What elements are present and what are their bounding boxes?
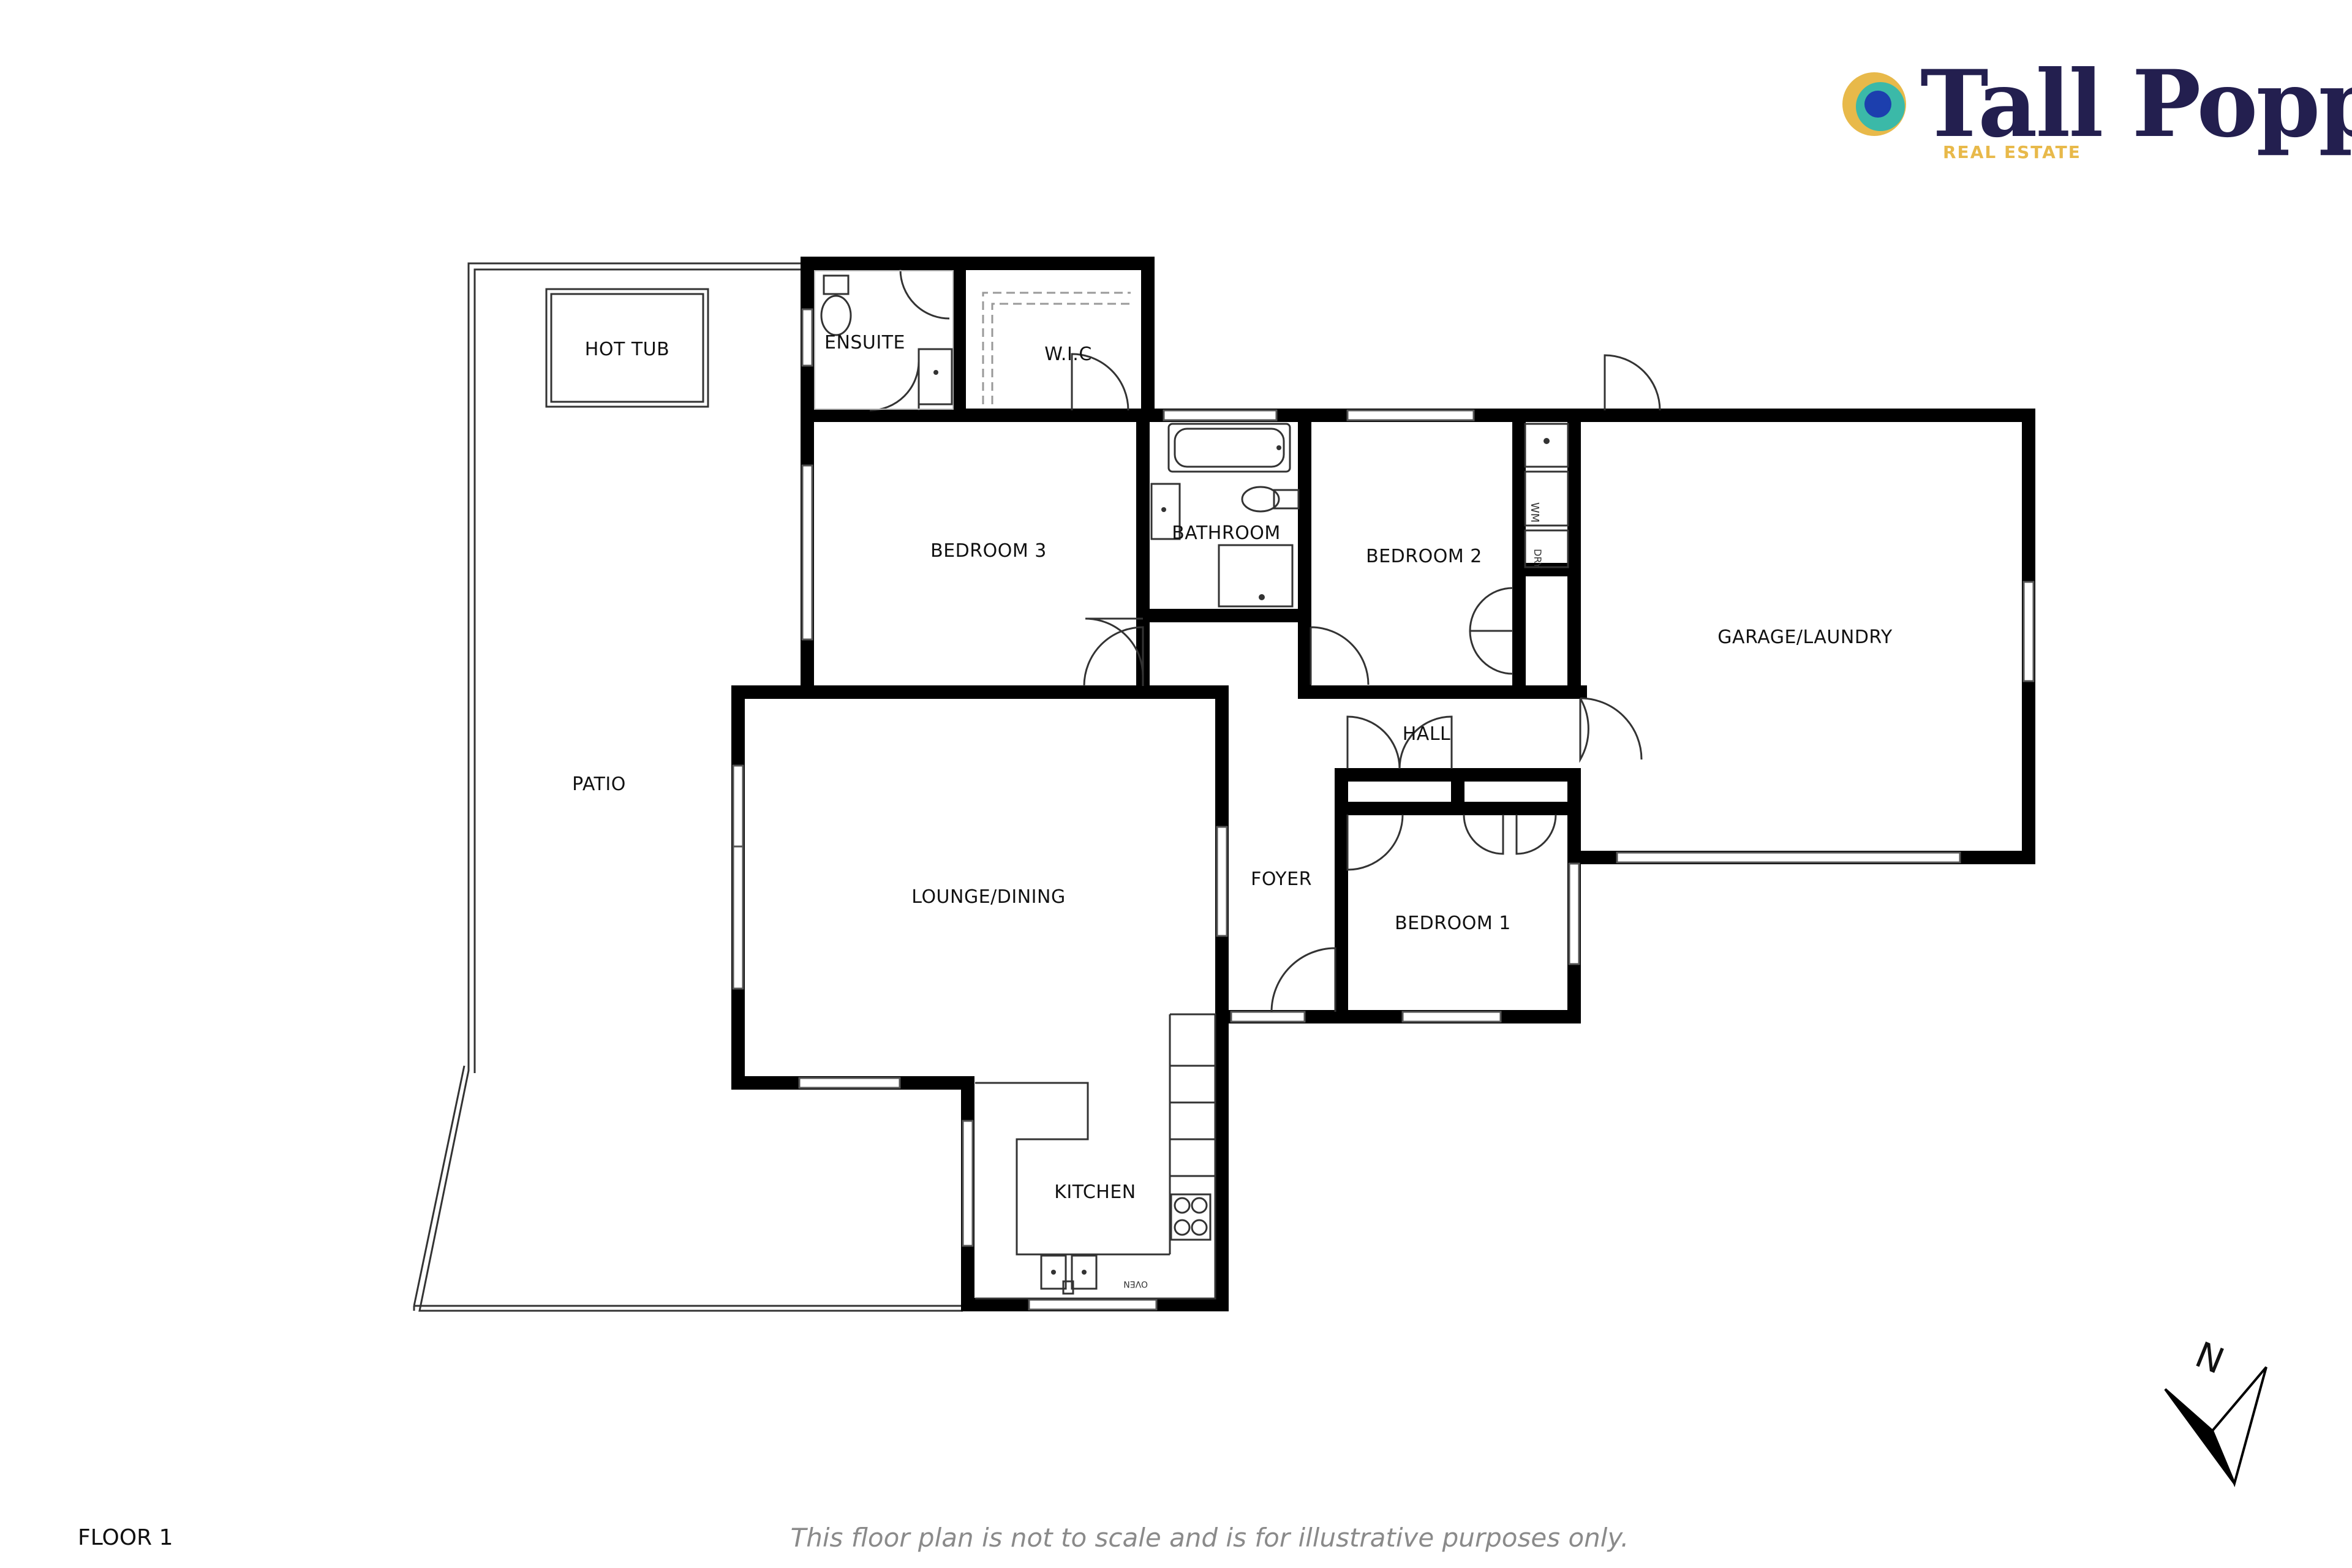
bathroom-toilet-icon bbox=[1241, 486, 1300, 513]
dryer-label: DRY bbox=[1532, 549, 1544, 568]
room-label-ensuite: ENSUITE bbox=[824, 332, 905, 353]
wic-shelving bbox=[982, 292, 1131, 404]
shower-icon bbox=[1218, 544, 1294, 608]
room-label-hot-tub: HOT TUB bbox=[585, 339, 669, 360]
kitchen-benches bbox=[975, 1013, 1216, 1300]
room-label-bedroom-1: BEDROOM 1 bbox=[1395, 913, 1511, 934]
bathtub-icon bbox=[1167, 423, 1291, 473]
washing-machine-icon: WM bbox=[1524, 470, 1569, 527]
floor-label: FLOOR 1 bbox=[78, 1525, 173, 1550]
compass-north-icon: N bbox=[2164, 1333, 2267, 1488]
room-label-kitchen: KITCHEN bbox=[1054, 1182, 1136, 1203]
logo-center-icon bbox=[1864, 91, 1891, 118]
room-label-bedroom-3: BEDROOM 3 bbox=[930, 540, 1047, 562]
room-label-hall: HALL bbox=[1403, 723, 1451, 745]
patio-area bbox=[413, 262, 963, 1312]
room-label-bathroom: BATHROOM bbox=[1172, 522, 1281, 544]
room-label-lounge-dining: LOUNGE/DINING bbox=[911, 886, 1065, 908]
laundry-tub-icon bbox=[1524, 423, 1569, 468]
room-labels: HOT TUB ENSUITE W.I.C BEDROOM 3 BATHROOM… bbox=[572, 332, 1893, 1203]
hot-tub bbox=[545, 288, 709, 408]
windows bbox=[732, 308, 2035, 1311]
kitchen-sink-icon bbox=[1040, 1254, 1098, 1295]
doors bbox=[869, 269, 1661, 1012]
cooktop-icon bbox=[1170, 1193, 1212, 1241]
fixtures: WM DRY bbox=[814, 270, 1569, 1300]
compass-label: N bbox=[2190, 1333, 2230, 1382]
ensuite-tiles bbox=[814, 270, 954, 410]
brand-logo: Tall Poppy REAL ESTATE bbox=[1842, 50, 2352, 162]
logo-wordmark: Tall Poppy bbox=[1920, 50, 2352, 158]
oven-label-icon: OVEN bbox=[1123, 1279, 1148, 1289]
dryer-icon: DRY bbox=[1524, 529, 1569, 568]
room-label-foyer: FOYER bbox=[1251, 869, 1312, 890]
ensuite-vanity-icon bbox=[918, 348, 953, 405]
washer-label: WM bbox=[1528, 502, 1541, 522]
room-label-wic: W.I.C bbox=[1044, 344, 1092, 365]
ensuite-toilet-icon bbox=[820, 274, 852, 336]
room-label-garage-laundry: GARAGE/LAUNDRY bbox=[1717, 627, 1893, 648]
bathroom-vanity-icon bbox=[1150, 483, 1181, 540]
oven-label: OVEN bbox=[1123, 1279, 1148, 1289]
logo-tagline: REAL ESTATE bbox=[1943, 142, 2081, 162]
disclaimer-text: This floor plan is not to scale and is f… bbox=[791, 1523, 1629, 1553]
room-label-patio: PATIO bbox=[572, 774, 626, 795]
room-label-bedroom-2: BEDROOM 2 bbox=[1366, 546, 1482, 567]
